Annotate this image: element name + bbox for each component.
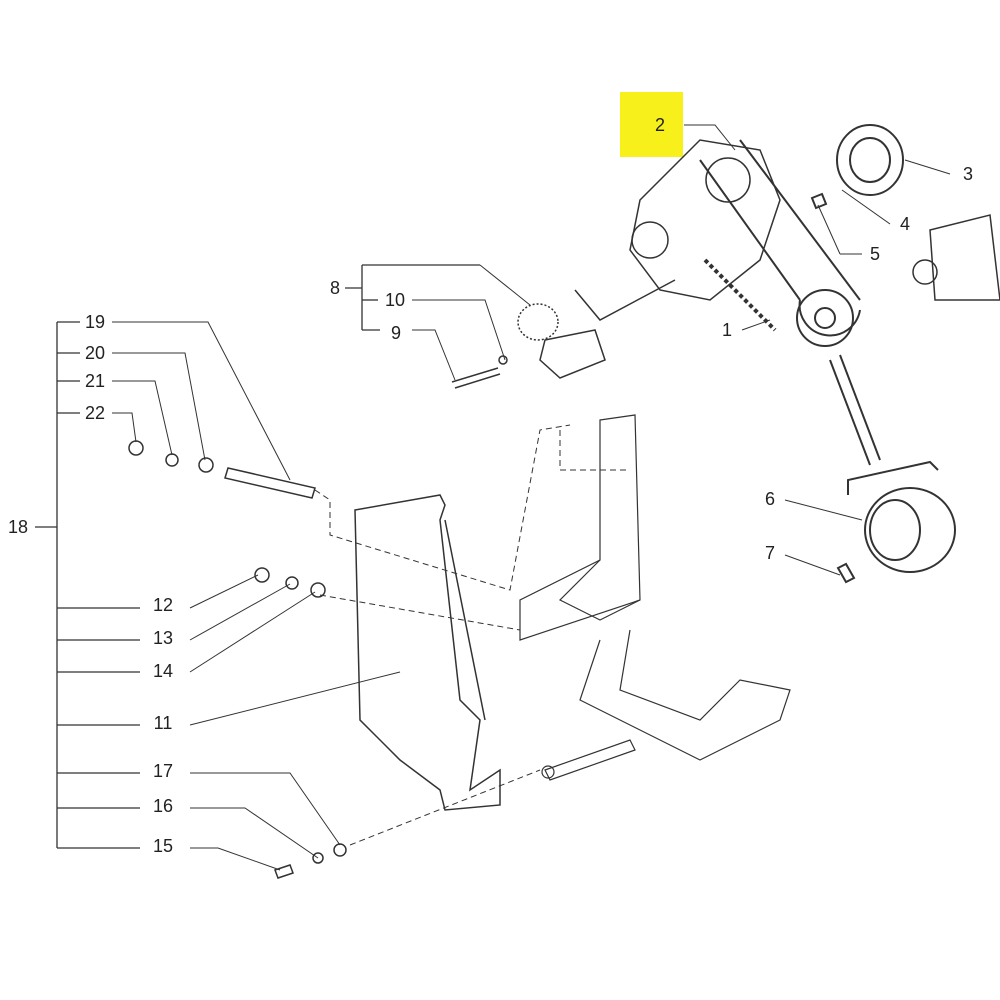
label-9: 9 (390, 323, 402, 343)
label-13: 13 (152, 628, 174, 648)
leader-lines (112, 124, 951, 871)
belt-1 (699, 139, 861, 347)
label-2: 2 (654, 115, 666, 135)
pulley-6 (829, 354, 956, 573)
label-16: 16 (152, 796, 174, 816)
label-4: 4 (899, 214, 911, 234)
label-7: 7 (764, 543, 776, 563)
pulley-3 (836, 124, 904, 196)
label-11: 11 (153, 713, 173, 733)
alternator (912, 214, 1000, 301)
label-20: 20 (84, 343, 106, 363)
bracket-18 (35, 264, 480, 849)
bolt-5 (810, 192, 828, 210)
label-17: 17 (152, 761, 174, 781)
label-15: 15 (152, 836, 174, 856)
bolt-7 (836, 562, 856, 584)
label-3: 3 (962, 164, 974, 184)
label-12: 12 (152, 595, 174, 615)
label-19: 19 (84, 312, 106, 332)
label-18: 18 (7, 517, 29, 537)
mounting-bracket (519, 414, 791, 781)
label-14: 14 (152, 661, 174, 681)
highlight-box (620, 92, 683, 157)
label-10: 10 (384, 290, 406, 310)
label-21: 21 (84, 371, 106, 391)
engine-part-2 (574, 139, 781, 321)
label-5: 5 (869, 244, 881, 264)
guard-11 (254, 494, 541, 879)
label-8: 8 (329, 278, 341, 298)
tensioner-8 (451, 303, 606, 389)
label-1: 1 (721, 320, 733, 340)
label-22: 22 (84, 403, 106, 423)
shaft-19 (128, 424, 571, 591)
label-6: 6 (764, 489, 776, 509)
